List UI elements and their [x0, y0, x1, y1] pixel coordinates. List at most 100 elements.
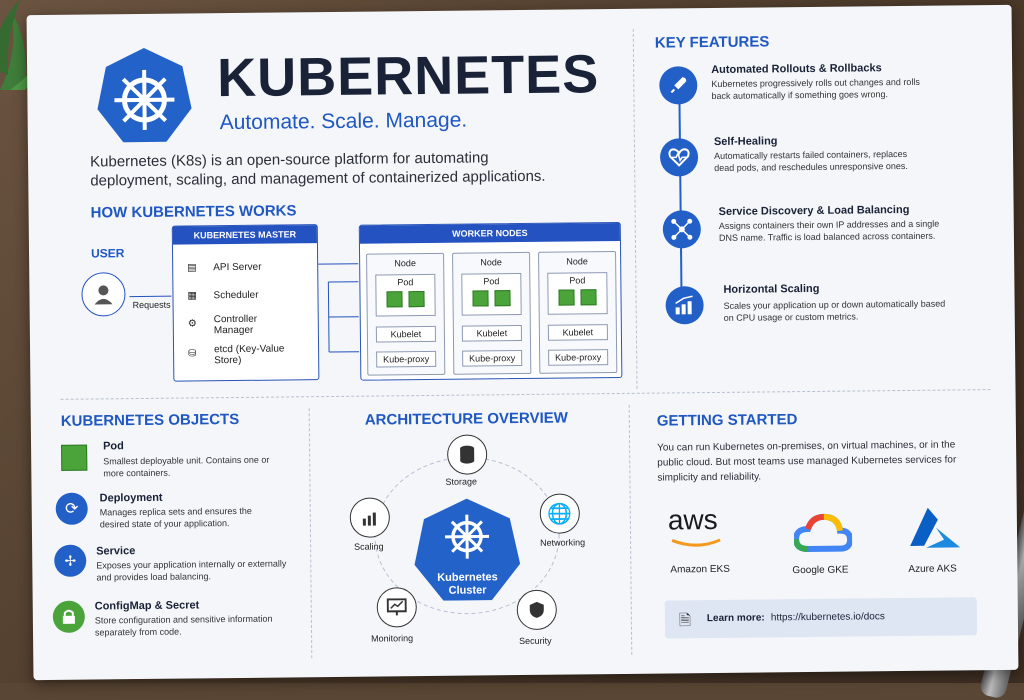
server-icon: ▤	[187, 262, 197, 273]
infographic-sheet: KUBERNETES Automate. Scale. Manage. Kube…	[27, 5, 1019, 680]
object-title: ConfigMap & Secret	[95, 599, 200, 612]
feature-title: Service Discovery & Load Balancing	[719, 204, 910, 218]
calendar-icon: ▦	[187, 290, 197, 301]
kubelet-label: Kubelet	[376, 326, 436, 343]
bar-chart-icon	[350, 497, 390, 537]
share-nodes-icon: ✢	[54, 545, 86, 577]
pod-box: Pod	[547, 272, 607, 315]
tagline: Automate. Scale. Manage.	[220, 109, 468, 136]
kubelet-label: Kubelet	[462, 325, 522, 342]
docs-link[interactable]: https://kubernetes.io/docs	[771, 611, 885, 623]
container-cube-icon	[580, 289, 596, 305]
node-card: Node Pod Kubelet Kube-proxy	[538, 251, 617, 374]
object-desc: Store configuration and sensitive inform…	[95, 613, 275, 639]
feature-title: Automated Rollouts & Rollbacks	[711, 62, 882, 76]
database-icon: ⛁	[188, 348, 197, 359]
master-worker-connectors	[318, 262, 361, 362]
divider	[629, 405, 633, 655]
getting-started-heading: GETTING STARTED	[657, 411, 798, 429]
feature-desc: Kubernetes progressively rolls out chang…	[711, 76, 931, 102]
gear-icon: ⚙	[188, 318, 197, 329]
object-title: Pod	[103, 440, 124, 452]
shield-icon	[517, 590, 557, 630]
divider	[61, 389, 991, 400]
intro-text: Kubernetes (K8s) is an open-source platf…	[90, 148, 560, 191]
feature-desc: Assigns containers their own IP addresse…	[719, 218, 944, 244]
api-server-label: API Server	[213, 262, 261, 274]
helm-wheel-icon	[95, 47, 194, 146]
controller-manager-label: Controller Manager	[214, 313, 284, 336]
globe-icon: 🌐	[540, 493, 580, 533]
object-title: Service	[96, 545, 135, 557]
cluster-label: Kubernetes Cluster	[432, 571, 502, 598]
master-box: KUBERNETES MASTER ▤ API Server ▦ Schedul…	[172, 224, 320, 382]
provider-name: Google GKE	[792, 565, 848, 577]
node-label: Node	[539, 256, 615, 267]
node-label: Node	[453, 257, 529, 268]
security-label: Security	[519, 636, 552, 646]
object-desc: Manages replica sets and ensures the des…	[100, 505, 280, 531]
learn-more-box[interactable]: 🗎 Learn more: https://kubernetes.io/docs	[665, 597, 977, 638]
architecture-heading: ARCHITECTURE OVERVIEW	[365, 410, 568, 429]
requests-arrow	[129, 296, 171, 297]
container-cube-icon	[472, 290, 488, 306]
requests-label: Requests	[133, 300, 171, 310]
kube-proxy-label: Kube-proxy	[376, 351, 436, 368]
feature-desc: Automatically restarts failed containers…	[714, 148, 924, 174]
heart-icon	[660, 138, 698, 176]
kube-proxy-label: Kube-proxy	[462, 350, 522, 367]
container-cube-icon	[494, 290, 510, 306]
pod-label: Pod	[548, 275, 606, 286]
storage-label: Storage	[445, 476, 477, 486]
refresh-icon: ⟳	[56, 493, 88, 525]
object-desc: Smallest deployable unit. Contains one o…	[103, 454, 273, 480]
node-label: Node	[367, 258, 443, 269]
kube-proxy-label: Kube-proxy	[548, 349, 608, 366]
user-icon	[81, 272, 125, 316]
kubernetes-logo	[95, 47, 194, 146]
network-icon	[663, 210, 701, 248]
networking-label: Networking	[540, 537, 585, 547]
azure-icon	[906, 505, 964, 552]
chart-growth-icon	[665, 286, 703, 324]
etcd-label: etcd (Key-Value Store)	[214, 343, 302, 366]
divider	[633, 29, 638, 389]
user-label: USER	[91, 246, 124, 260]
worker-nodes-box: WORKER NODES Node Pod Kubelet Kube-proxy…	[359, 222, 623, 381]
monitor-icon	[377, 587, 417, 627]
node-card: Node Pod Kubelet Kube-proxy	[366, 253, 445, 376]
scheduler-label: Scheduler	[213, 290, 258, 301]
feature-title: Horizontal Scaling	[723, 283, 819, 296]
provider-name: Azure AKS	[908, 563, 956, 575]
learn-more-label: Learn more:	[707, 612, 765, 624]
container-cube-icon	[408, 291, 424, 307]
feature-title: Self-Healing	[714, 135, 778, 148]
feature-desc: Scales your application up or down autom…	[724, 297, 954, 323]
page-title: KUBERNETES	[217, 43, 600, 109]
key-features-heading: KEY FEATURES	[655, 33, 770, 51]
master-title: KUBERNETES MASTER	[173, 225, 317, 245]
divider	[309, 408, 313, 658]
getting-started-text: You can run Kubernetes on-premises, on v…	[657, 437, 967, 485]
pod-cube-icon	[61, 445, 87, 471]
pod-label: Pod	[462, 276, 520, 287]
object-title: Deployment	[100, 492, 163, 505]
rocket-icon	[659, 66, 697, 104]
objects-heading: KUBERNETES OBJECTS	[61, 411, 240, 430]
pod-label: Pod	[376, 277, 434, 288]
google-cloud-icon	[794, 513, 852, 554]
container-cube-icon	[558, 289, 574, 305]
pod-box: Pod	[461, 273, 521, 316]
features-timeline	[678, 88, 682, 318]
worker-nodes-title: WORKER NODES	[360, 223, 620, 244]
object-desc: Exposes your application internally or e…	[96, 557, 296, 583]
monitoring-label: Monitoring	[371, 633, 413, 643]
document-icon: 🗎	[679, 610, 691, 635]
database-icon	[447, 434, 487, 474]
provider-name: Amazon EKS	[670, 564, 730, 576]
aws-smile-icon	[670, 538, 724, 549]
container-cube-icon	[386, 291, 402, 307]
lock-icon	[53, 601, 85, 633]
kubelet-label: Kubelet	[548, 324, 608, 341]
scaling-label: Scaling	[354, 541, 384, 551]
